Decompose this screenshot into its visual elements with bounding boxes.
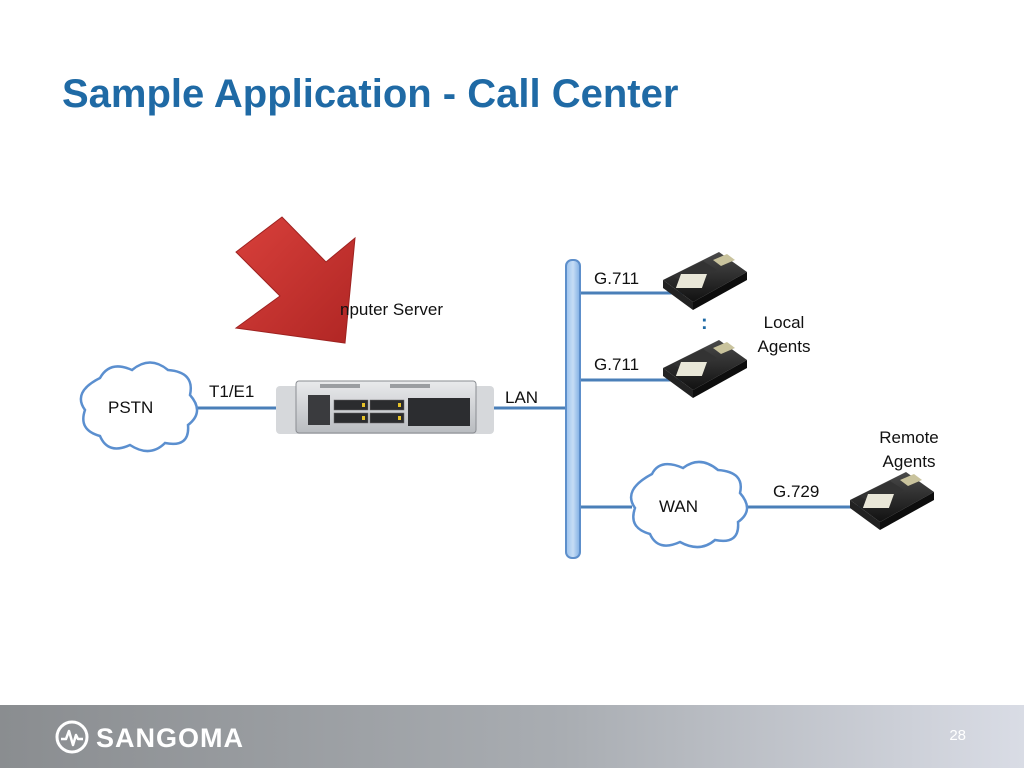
page-title: Sample Application - Call Center bbox=[62, 72, 679, 116]
pstn-label: PSTN bbox=[108, 398, 154, 417]
sangoma-logo-icon bbox=[55, 720, 89, 754]
pstn-cloud bbox=[79, 361, 199, 453]
server-label: nputer Server bbox=[340, 300, 443, 319]
g729-label: G.729 bbox=[773, 482, 820, 501]
remote-agents-line2: Agents bbox=[882, 452, 936, 471]
wan-label: WAN bbox=[659, 497, 699, 516]
lan-bus bbox=[565, 259, 581, 559]
ellipsis-dots: : bbox=[701, 312, 708, 334]
local-agents-line2: Agents bbox=[757, 337, 811, 356]
g711-bottom-label: G.711 bbox=[594, 355, 640, 374]
phone-icon-local-1 bbox=[663, 252, 747, 310]
local-agents-label: Local Agents bbox=[744, 311, 824, 359]
server-icon bbox=[276, 380, 494, 434]
t1e1-label: T1/E1 bbox=[209, 382, 255, 401]
sangoma-logo-text: SANGOMA bbox=[96, 723, 244, 753]
phone-icon-local-2 bbox=[663, 340, 747, 398]
footer-bar: SANGOMA 28 bbox=[0, 705, 1024, 768]
g711-top-label: G.711 bbox=[594, 269, 640, 288]
page-number: 28 bbox=[949, 727, 966, 744]
network-diagram bbox=[79, 216, 934, 559]
remote-agents-label: Remote Agents bbox=[864, 426, 954, 474]
wan-cloud bbox=[629, 460, 749, 549]
red-arrow-icon bbox=[234, 216, 356, 344]
local-agents-line1: Local bbox=[763, 313, 805, 332]
phone-icon-remote bbox=[850, 472, 934, 530]
lan-label: LAN bbox=[505, 388, 539, 407]
remote-agents-line1: Remote bbox=[879, 428, 939, 447]
